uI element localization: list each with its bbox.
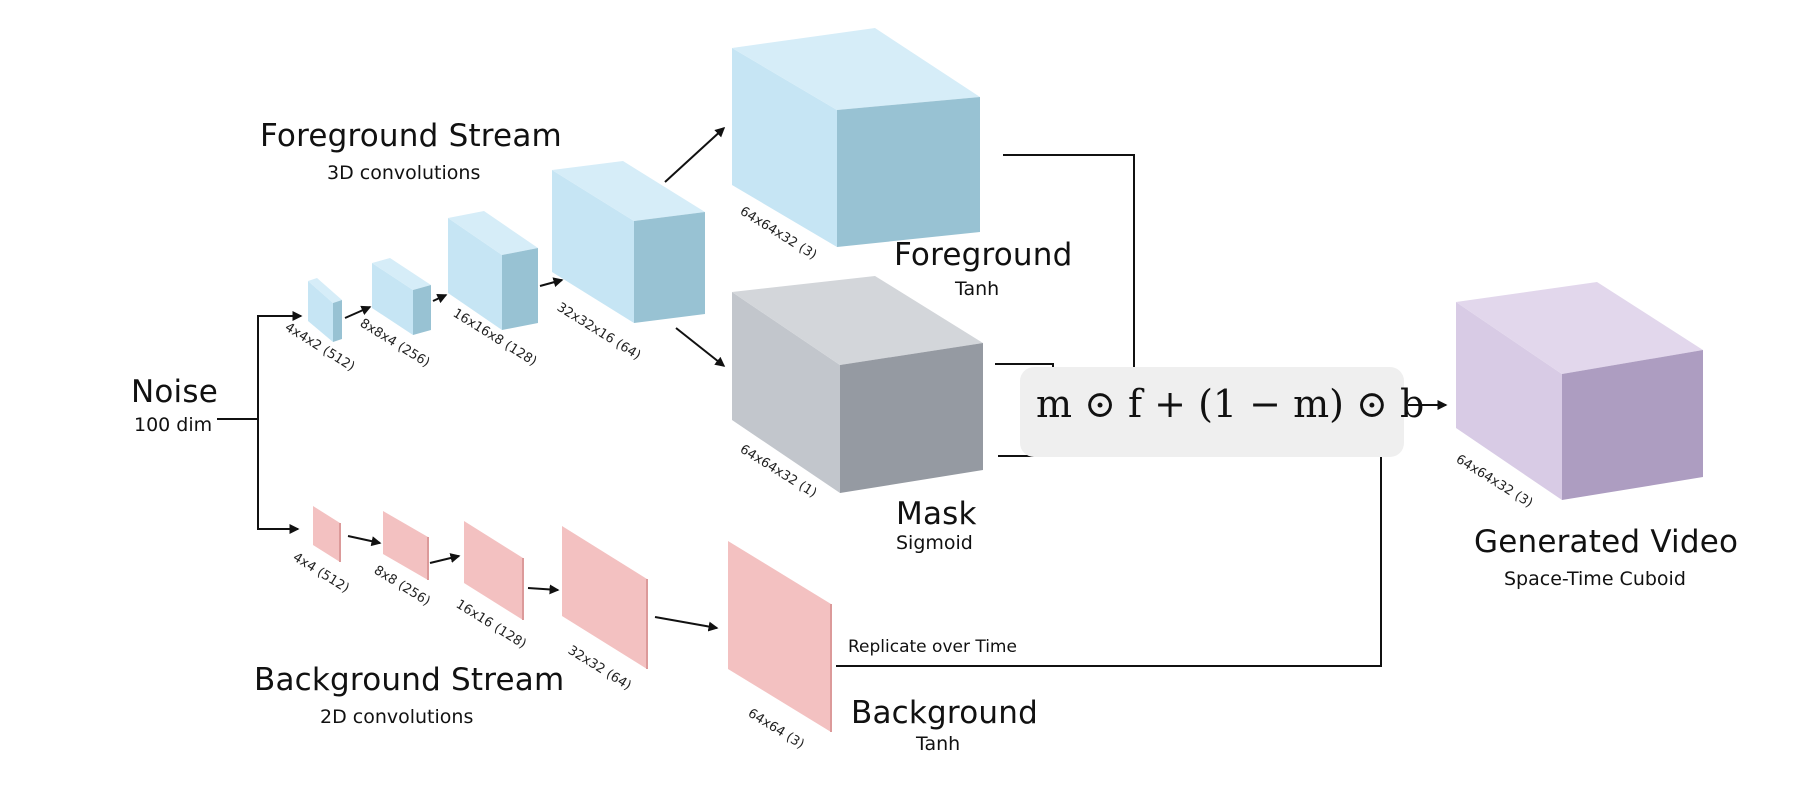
- bg-plane-2: [383, 511, 429, 580]
- noise-trunk-arrow: [217, 311, 303, 420]
- fg-cuboid-3: [448, 211, 538, 330]
- background-plane: [728, 541, 832, 732]
- generated-video-sub: Space-Time Cuboid: [1504, 568, 1686, 590]
- fg-to-foreground-arrow: [664, 126, 726, 183]
- bg-arrow-1: [347, 535, 382, 547]
- background-stream-title: Background Stream: [254, 662, 565, 698]
- background-title: Background: [851, 695, 1038, 731]
- background-stream-sub: 2D convolutions: [320, 706, 474, 728]
- bg-plane-4: [562, 526, 648, 669]
- bg-plane-3: [464, 521, 524, 620]
- fg-arrow-3: [539, 277, 564, 288]
- formula-box: [1020, 367, 1404, 457]
- background-sub: Tanh: [916, 733, 961, 755]
- noise-branch-bg-arrow: [257, 419, 300, 534]
- fg-arrow-1: [344, 305, 372, 319]
- foreground-to-formula-arrow: [1003, 154, 1139, 390]
- mask-title: Mask: [896, 496, 977, 532]
- foreground-title: Foreground: [894, 237, 1073, 273]
- foreground-sub: Tanh: [955, 278, 1000, 300]
- fg-cuboid-1: [308, 278, 342, 342]
- fg-cuboid-2: [372, 258, 431, 335]
- bg-arrow-3: [527, 584, 560, 595]
- noise-sub: 100 dim: [134, 414, 213, 436]
- mask-cuboid: [732, 276, 983, 493]
- fg-to-mask-arrow: [675, 327, 726, 367]
- mask-sub: Sigmoid: [896, 532, 973, 554]
- noise-title: Noise: [131, 374, 218, 410]
- bg-plane-1: [313, 506, 341, 562]
- foreground-stream-sub: 3D convolutions: [327, 162, 481, 184]
- bg-arrow-2: [429, 553, 461, 564]
- fg-cuboid-4: [552, 161, 705, 323]
- generated-video-title: Generated Video: [1474, 524, 1739, 560]
- bg-to-background-arrow: [654, 616, 719, 632]
- foreground-cuboid: [732, 28, 980, 247]
- foreground-stream-title: Foreground Stream: [260, 118, 562, 154]
- generated-video-cuboid: [1456, 282, 1703, 500]
- composition-formula: m ⊙ f + (1 − m) ⊙ b: [1036, 382, 1425, 426]
- replicate-over-time-label: Replicate over Time: [848, 637, 1017, 657]
- background-to-formula-arrow: [836, 428, 1386, 667]
- fg-arrow-2: [432, 294, 448, 304]
